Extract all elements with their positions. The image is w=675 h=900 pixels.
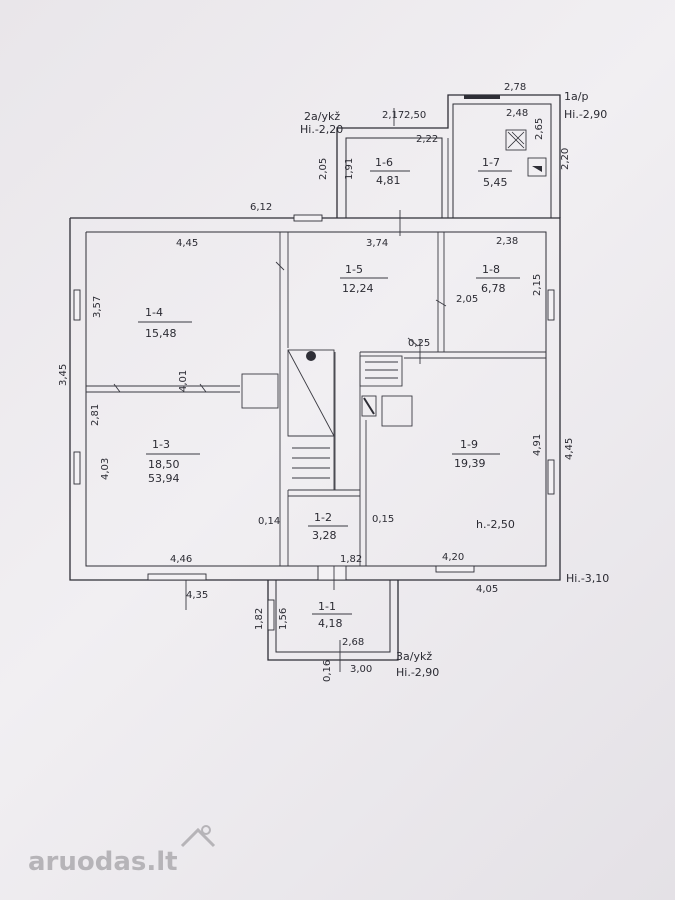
dim-r7-top2: 2,48	[506, 108, 528, 119]
note-top-right-height: Hi.-2,90	[564, 108, 607, 121]
dim-bottom-left: 4,46	[170, 554, 192, 565]
dim-right-side: 4,45	[564, 438, 575, 460]
windows	[73, 95, 555, 631]
dim-r7-side: 2,20	[560, 148, 571, 170]
dim-left-side: 3,45	[58, 364, 69, 386]
dim-r6-side: 2,05	[318, 158, 329, 180]
watermark: aruodas .lt	[28, 825, 216, 886]
room-1-7-area: 5,45	[483, 176, 508, 189]
house-logo-icon	[178, 824, 218, 848]
dim-r2-right: 0,15	[372, 514, 394, 525]
note-top-left-label: 2a/ykž	[304, 110, 340, 123]
dim-r4-side: 3,57	[92, 296, 103, 318]
dim-r1-side2: 1,56	[278, 608, 289, 630]
watermark-suffix: .lt	[146, 847, 178, 877]
dim-r6-inner: 2,22	[416, 134, 438, 145]
dim-top-left: 6,12	[250, 202, 272, 213]
dim-r6-side2: 1,91	[344, 158, 355, 180]
room-1-3-id: 1-3	[152, 438, 170, 451]
dim-r8-top: 2,38	[496, 236, 518, 247]
dim-r9-side: 4,91	[532, 434, 543, 456]
dim-r1-small: 0,16	[322, 660, 333, 682]
staircase	[287, 349, 403, 490]
dim-r4-top: 4,45	[176, 238, 198, 249]
dim-r1-bottom: 2,68	[342, 637, 364, 648]
dim-r5-top: 3,74	[366, 238, 388, 249]
room-1-8-id: 1-8	[482, 263, 500, 276]
note-r9-height: h.-2,50	[476, 518, 515, 531]
floor-notes: 2a/ykž Hi.-2,20 1a/p Hi.-2,90 Hi.-3,10 h…	[300, 90, 609, 679]
watermark-text: aruodas	[28, 847, 147, 877]
dim-r5-side: 2,05	[456, 294, 478, 305]
dim-r6-top: 2,17	[382, 110, 404, 121]
room-1-5-id: 1-5	[345, 263, 363, 276]
dim-r9-bottom: 4,20	[442, 552, 464, 563]
room-1-1-id: 1-1	[318, 600, 336, 613]
interior-walls	[86, 138, 546, 566]
dim-bottom-left2: 4,35	[186, 590, 208, 601]
room-1-6-area: 4,81	[376, 174, 401, 187]
dim-mid-401: 4,01	[178, 370, 189, 392]
room-1-3-area: 18,50	[148, 458, 180, 471]
dim-small-025: 0,25	[408, 338, 430, 349]
note-top-right-label: 1a/p	[564, 90, 588, 103]
note-top-left-height: Hi.-2,20	[300, 123, 343, 136]
dim-r3-side: 4,03	[100, 458, 111, 480]
dim-bottom-right: 4,05	[476, 584, 498, 595]
dim-r8-side: 2,15	[532, 274, 543, 296]
room-1-5-area: 12,24	[342, 282, 374, 295]
note-bottom-height: Hi.-2,90	[396, 666, 439, 679]
dimension-labels: 6,12 4,45 3,74 2,38 2,17 2,50 2,22 2,05 …	[58, 82, 575, 682]
note-right-height: Hi.-3,10	[566, 572, 609, 585]
room-1-6-id: 1-6	[375, 156, 393, 169]
dim-r7-inner: 2,65	[534, 118, 545, 140]
room-1-4-area: 15,48	[145, 327, 177, 340]
room-labels: 1-6 4,81 1-7 5,45 1-5 12,24 1-8 6,78 1-4…	[138, 156, 520, 630]
room-1-9-area: 19,39	[454, 457, 486, 470]
room-1-3-area2: 53,94	[148, 472, 180, 485]
room-1-8-area: 6,78	[481, 282, 506, 295]
room-1-9-id: 1-9	[460, 438, 478, 451]
note-bottom-label: 3a/ykž	[396, 650, 432, 663]
dimension-ticks	[113, 108, 447, 672]
room-1-1-area: 4,18	[318, 617, 343, 630]
dim-r6-top2: 2,50	[404, 110, 426, 121]
room-1-2-id: 1-2	[314, 511, 332, 524]
stove-symbols	[241, 129, 547, 427]
dim-r1-side: 1,82	[254, 608, 265, 630]
dim-r2-bottom: 1,82	[340, 554, 362, 565]
dim-r2-left: 0,14	[258, 516, 280, 527]
dim-r3-side2: 2,81	[90, 404, 101, 426]
room-1-7-id: 1-7	[482, 156, 500, 169]
room-1-4-id: 1-4	[145, 306, 163, 319]
dim-r1-bottom2: 3,00	[350, 664, 372, 675]
dim-r7-top: 2,78	[504, 82, 526, 93]
room-1-2-area: 3,28	[312, 529, 337, 542]
